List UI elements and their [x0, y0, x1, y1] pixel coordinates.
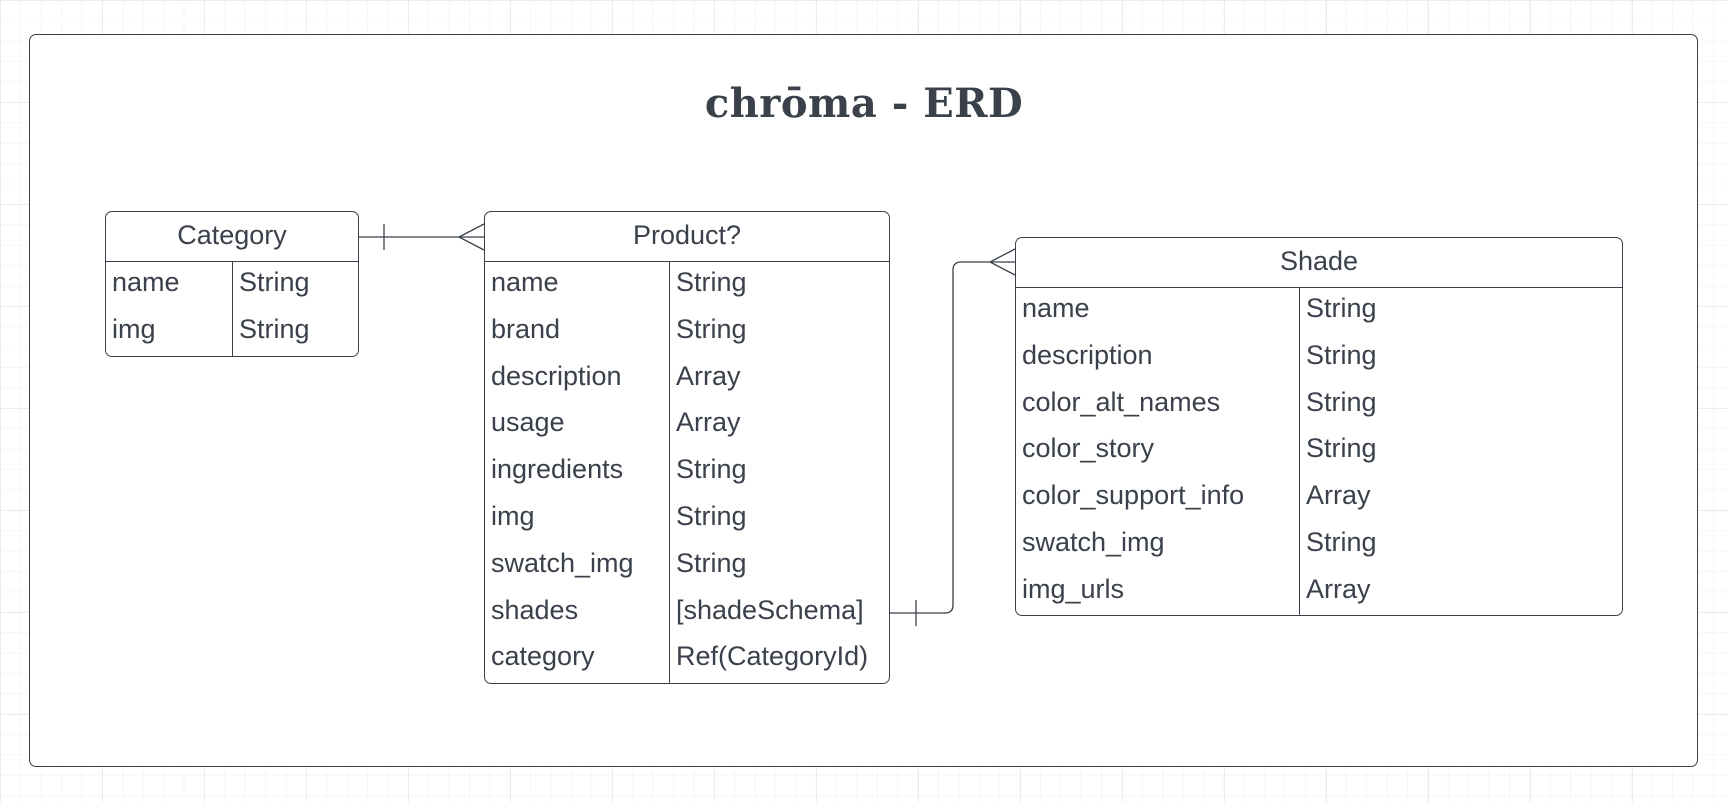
field-name: color_alt_names: [1022, 386, 1221, 417]
entity-shade[interactable]: Shade name description color_alt_names c…: [1015, 237, 1623, 616]
field-name: img_urls: [1022, 573, 1125, 604]
field-name: name: [491, 267, 559, 297]
entity-product[interactable]: Product? name brand description usage in…: [484, 211, 890, 684]
relationship-category-product[interactable]: [359, 223, 485, 251]
field-type: Array: [1306, 480, 1371, 511]
field-type: Ref(CategoryId): [676, 641, 869, 672]
field-type: String: [1306, 526, 1377, 557]
field-name: description: [491, 360, 622, 391]
field-name: name: [112, 267, 180, 297]
field-name: category: [491, 641, 595, 672]
field-type: String: [676, 313, 747, 344]
field-name: img: [112, 313, 156, 344]
entity-shade-header: Shade: [1016, 238, 1622, 288]
field-name: description: [1022, 339, 1153, 370]
field-name: ingredients: [491, 454, 624, 485]
crows-foot-many-icon: [457, 223, 485, 251]
field-type: String: [1306, 433, 1377, 464]
relationship-product-shade[interactable]: [890, 248, 1016, 626]
field-type: String: [676, 454, 747, 485]
field-name: brand: [491, 313, 561, 344]
field-type: [shadeSchema]: [676, 594, 864, 625]
field-type: String: [239, 267, 310, 297]
field-type: String: [676, 267, 747, 297]
field-name: name: [1022, 293, 1090, 323]
entity-product-header: Product?: [485, 212, 889, 262]
crows-foot-many-icon: [988, 248, 1016, 276]
entity-category-header: Category: [106, 212, 358, 262]
field-type: String: [1306, 386, 1377, 417]
field-type: String: [676, 500, 747, 531]
field-type: Array: [676, 360, 741, 391]
field-name: color_support_info: [1022, 480, 1245, 511]
field-type: String: [1306, 293, 1377, 323]
field-name: usage: [491, 407, 565, 438]
field-name: img: [491, 500, 535, 531]
field-type: String: [1306, 339, 1377, 370]
field-name: swatch_img: [491, 547, 634, 578]
field-type: Array: [1306, 573, 1371, 604]
entity-category[interactable]: Category name img String String: [105, 211, 359, 357]
field-name: shades: [491, 594, 579, 625]
field-type: Array: [676, 407, 741, 438]
field-name: swatch_img: [1022, 526, 1165, 557]
connector-line: [890, 261, 1015, 614]
field-name: color_story: [1022, 433, 1155, 464]
field-type: String: [676, 547, 747, 578]
diagram-title: chrōma - ERD: [704, 80, 1024, 127]
field-type: String: [239, 313, 310, 344]
